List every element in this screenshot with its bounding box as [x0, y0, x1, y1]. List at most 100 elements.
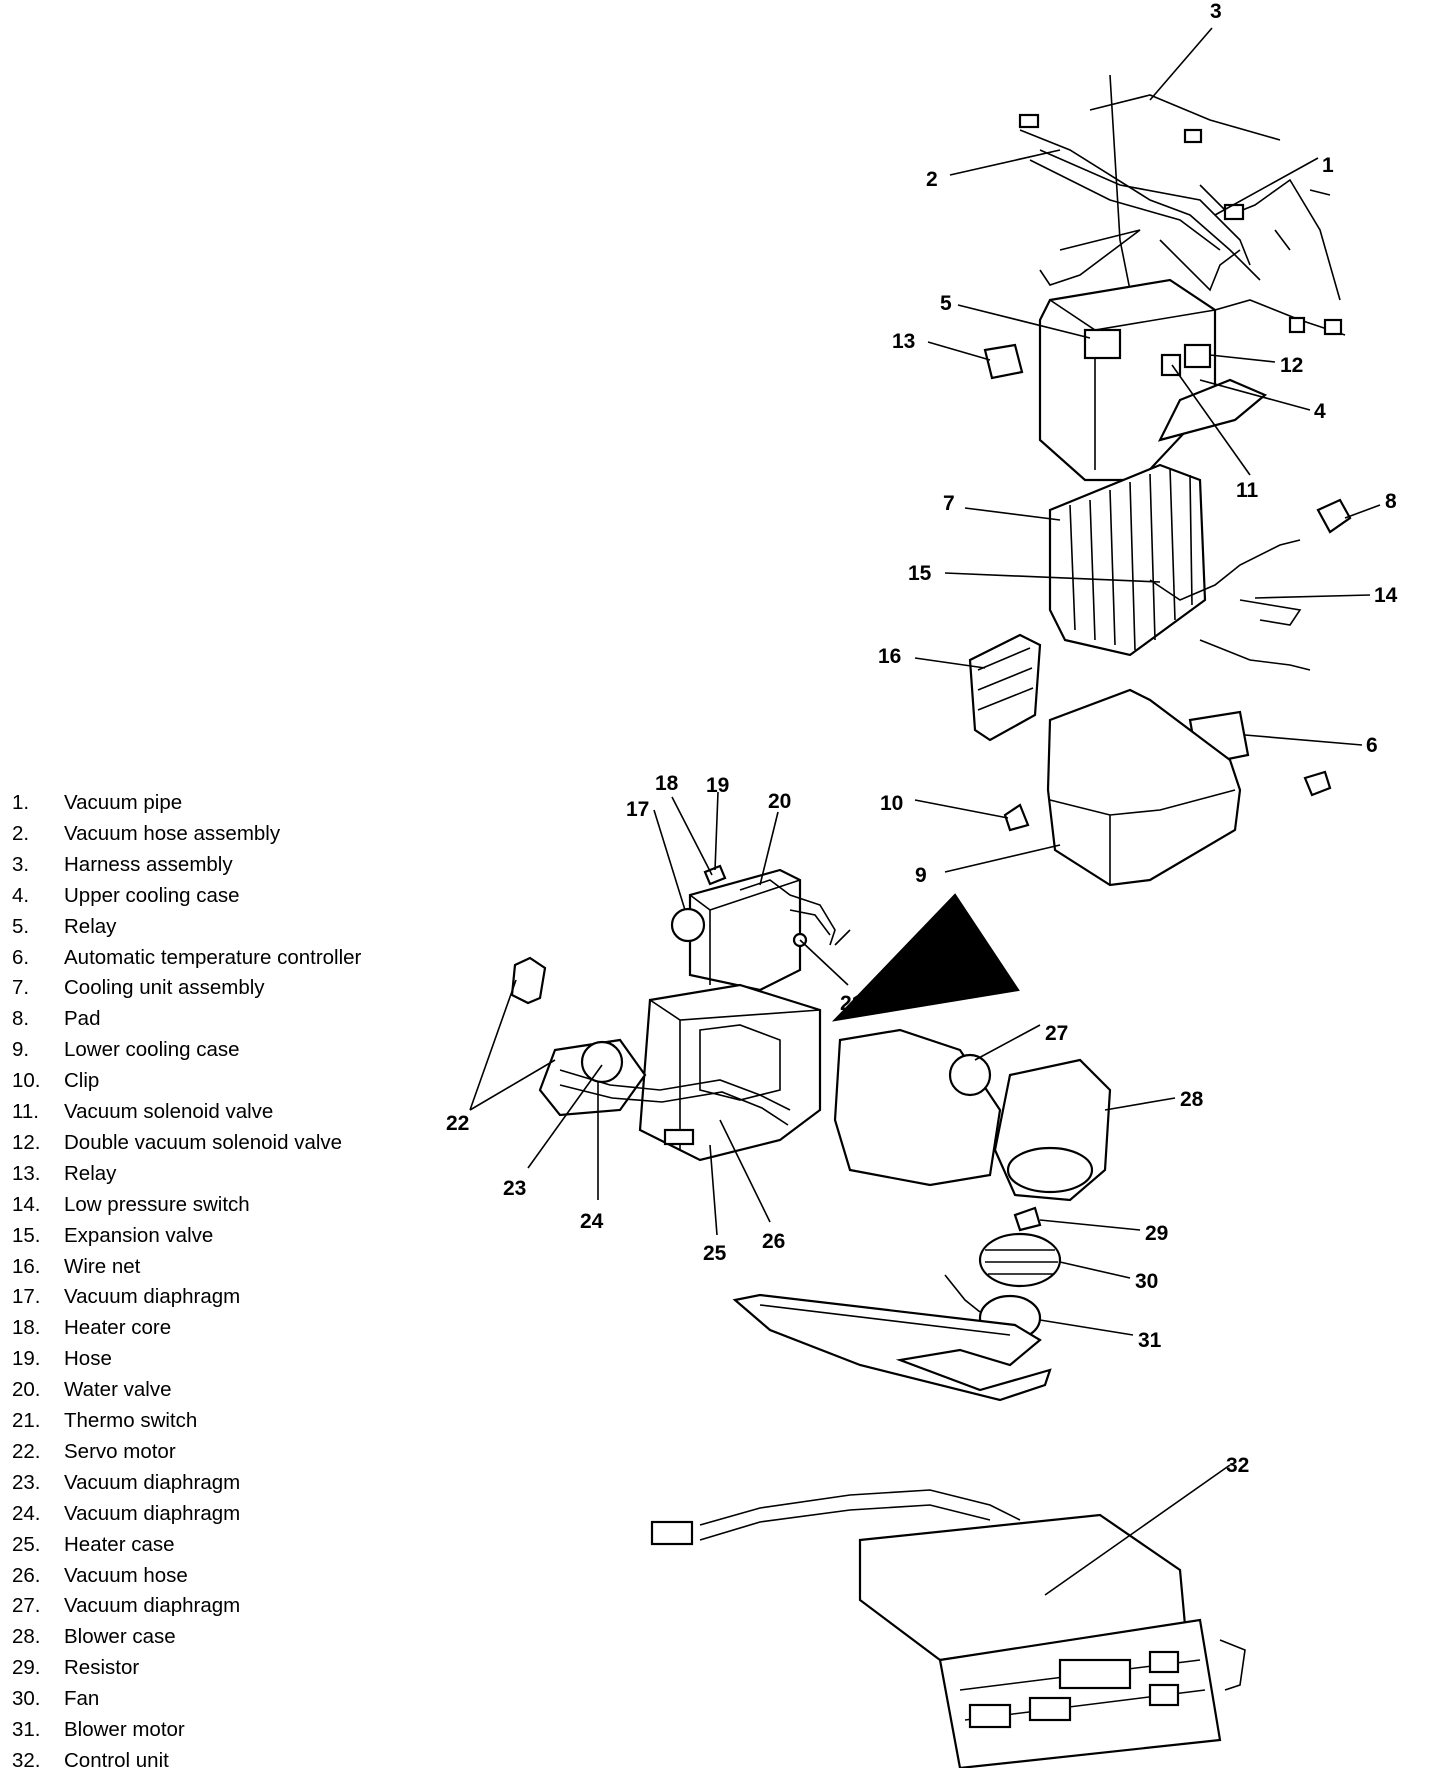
callout-9: 9 [915, 864, 927, 887]
legend-number: 31. [12, 1718, 41, 1741]
legend-label: Heater core [64, 1316, 172, 1340]
callout-19: 19 [706, 774, 729, 797]
callout-15: 15 [908, 562, 932, 585]
callout-22: 22 [446, 1112, 469, 1135]
callout-13: 13 [892, 330, 915, 353]
callout-27: 27 [1045, 1022, 1068, 1045]
legend-number: 27. [12, 1594, 41, 1618]
callout-1: 1 [1322, 154, 1334, 177]
callout-23: 23 [503, 1177, 526, 1200]
legend-number: 1. [12, 791, 30, 814]
legend-number: 14. [12, 1192, 41, 1216]
callout-30: 30 [1135, 1270, 1158, 1293]
legend-item: 32.Control unit [12, 1746, 169, 1776]
legend-item: 3. Harness assembly [12, 850, 233, 880]
callout-29: 29 [1145, 1222, 1168, 1245]
legend-number: 5. [12, 914, 30, 938]
upper-cooling-case [983, 278, 1268, 482]
legend-label: Relay [64, 1161, 117, 1185]
legend-item: 23.Vacuum diaphragm [12, 1468, 240, 1498]
legend-label: Vacuum diaphragm [64, 1285, 241, 1309]
callout-10: 10 [880, 792, 903, 815]
legend-label: Hose [64, 1347, 112, 1371]
legend-label: Automatic temperature controller [64, 945, 362, 969]
legend-number: 28. [12, 1625, 41, 1649]
legend-item: 31. Blower motor [12, 1715, 185, 1745]
legend-item: 12.Double vacuum solenoid valve [12, 1128, 342, 1158]
legend-label: Vacuum diaphragm [64, 1594, 241, 1618]
callout-28: 28 [1180, 1088, 1204, 1111]
legend-label: Resistor [64, 1656, 140, 1680]
legend-item: 4. Upper cooling case [12, 881, 240, 911]
legend-number: 30. [12, 1687, 41, 1711]
legend-item: 7. Cooling unit assembly [12, 973, 265, 1003]
legend-label: Low pressure switch [64, 1192, 250, 1216]
legend-number: 32. [12, 1748, 41, 1772]
callout-24: 24 [580, 1210, 604, 1233]
legend-item: 29. Resistor [12, 1653, 139, 1683]
callout-11: 11 [1236, 479, 1259, 502]
legend-label: Water valve [64, 1378, 172, 1402]
legend-item: 21.Thermo switch [12, 1406, 197, 1436]
legend-item: 20.Water valve [12, 1375, 171, 1405]
legend-item: 14. Low pressure switch [12, 1190, 250, 1220]
legend-label: Fan [64, 1687, 100, 1711]
callout-6: 6 [1366, 734, 1378, 757]
legend-item: 10.Clip [12, 1066, 99, 1096]
legend-label: Pad [64, 1007, 101, 1031]
legend-number: 18. [12, 1316, 41, 1340]
legend-number: 23. [12, 1470, 41, 1494]
legend-item: 24.Vacuum diaphragm [12, 1499, 240, 1529]
legend-label: Lower cooling case [64, 1038, 240, 1062]
legend-item: 11.Vacuum solenoid valve [12, 1097, 273, 1127]
callout-32: 32 [1226, 1454, 1249, 1477]
legend-number: 8. [12, 1007, 30, 1031]
legend-number: 15. [12, 1223, 41, 1247]
heater-core-group [670, 864, 851, 992]
legend-label: Cooling unit assembly [64, 976, 265, 1000]
blower-case-group [831, 893, 1112, 1342]
legend-number: 22. [12, 1439, 41, 1463]
legend-number: 4. [12, 883, 30, 907]
callout-31: 31 [1138, 1329, 1162, 1352]
legend-number: 29. [12, 1656, 41, 1680]
callout-25: 25 [703, 1242, 727, 1265]
lower-cooling-case [1003, 688, 1242, 887]
legend-label: Vacuum solenoid valve [64, 1100, 274, 1123]
legend-label: Vacuum hose assembly [64, 821, 281, 845]
callout-4: 4 [1314, 400, 1326, 423]
legend-number: 9. [12, 1038, 30, 1062]
legend-item: 16. Wire net [12, 1252, 140, 1282]
legend-label: Harness assembly [64, 852, 233, 876]
legend-item: 18. Heater core [12, 1313, 171, 1343]
callout-18: 18 [655, 772, 679, 795]
wire-net [968, 633, 1042, 742]
callout-2: 2 [926, 168, 938, 191]
legend-item: 13. Relay [12, 1159, 116, 1189]
legend-item: 2.Vacuum hose assembly [12, 819, 280, 849]
legend-number: 16. [12, 1254, 41, 1278]
legend-label: Upper cooling case [64, 883, 240, 907]
legend-number: 13. [12, 1161, 41, 1185]
legend-item: 27. Vacuum diaphragm [12, 1591, 240, 1621]
legend-label: Blower case [64, 1625, 176, 1649]
legend-item: 8. Pad [12, 1004, 100, 1034]
callout-20: 20 [768, 790, 791, 813]
legend-number: 21. [12, 1409, 41, 1432]
legend-number: 7. [12, 976, 30, 1000]
legend-label: Wire net [64, 1254, 141, 1278]
legend-number: 17. [12, 1285, 41, 1309]
callout-5: 5 [940, 292, 952, 315]
legend-item: 22. Servo motor [12, 1437, 176, 1467]
legend-number: 10. [12, 1069, 41, 1093]
under-cover-panel [732, 1293, 1052, 1402]
legend-number: 3. [12, 852, 30, 876]
legend-label: Blower motor [64, 1718, 185, 1741]
legend-number: 6. [12, 945, 30, 969]
heater-case-group [510, 956, 822, 1162]
leader-lines [469, 27, 1381, 1596]
legend-label: Servo motor [64, 1439, 176, 1463]
legend-label: Double vacuum solenoid valve [64, 1130, 343, 1154]
legend-label: Expansion valve [64, 1223, 214, 1247]
